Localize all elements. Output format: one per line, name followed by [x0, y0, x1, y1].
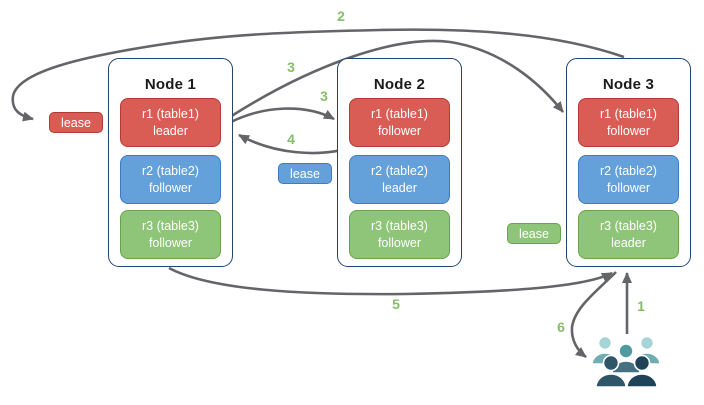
replica-range-label: r1 (table1)	[371, 107, 428, 121]
node-3-title: Node 3	[602, 76, 655, 93]
node-2-replica-r1-follower: r1 (table1) follower	[349, 98, 450, 147]
replica-range-label: r3 (table3)	[142, 219, 199, 233]
lease-badge-table1: lease	[49, 112, 103, 133]
replica-role-label: follower	[148, 235, 193, 250]
node-2-replica-r2-leader: r2 (table2) leader	[349, 155, 450, 204]
arrow-step-2-gateway-to-leaseholder	[11, 28, 625, 122]
step-label-4: 4	[287, 131, 295, 147]
node-3-replica-r1-follower: r1 (table1) follower	[578, 98, 679, 147]
replica-role-label: follower	[606, 123, 651, 138]
replica-range-label: r2 (table2)	[142, 164, 199, 178]
replica-range-label: r2 (table2)	[600, 164, 657, 178]
node-1-title: Node 1	[144, 76, 197, 93]
replica-role-label: leader	[153, 123, 188, 138]
replica-range-label: r3 (table3)	[600, 219, 657, 233]
replica-range-label: r2 (table2)	[371, 164, 428, 178]
replica-role-label: follower	[377, 235, 422, 250]
node-3-box: Node 3 r1 (table1) follower r2 (table2) …	[566, 58, 691, 267]
node-1-replica-r3-follower: r3 (table3) follower	[120, 210, 221, 259]
step-label-1: 1	[637, 298, 645, 314]
node-1-box: Node 1 r1 (table1) leader r2 (table2) fo…	[108, 58, 233, 267]
lease-badge-table3: lease	[507, 223, 561, 244]
step-label-3-to-node2: 3	[320, 88, 328, 104]
step-label-5: 5	[392, 296, 400, 312]
node-3-replica-r2-follower: r2 (table2) follower	[578, 155, 679, 204]
replica-role-label: follower	[148, 180, 193, 195]
node-2-replica-r3-follower: r3 (table3) follower	[349, 210, 450, 259]
replica-range-label: r1 (table1)	[142, 107, 199, 121]
replica-role-label: leader	[382, 180, 417, 195]
node-1-replica-r2-follower: r2 (table2) follower	[120, 155, 221, 204]
step-label-2: 2	[337, 8, 345, 24]
arrow-step-3-leader-to-node2-follower	[228, 107, 335, 125]
node-2-box: Node 2 r1 (table1) follower r2 (table2) …	[337, 58, 462, 267]
replica-role-label: leader	[611, 235, 646, 250]
replica-range-label: r3 (table3)	[371, 219, 428, 233]
replica-role-label: follower	[606, 180, 651, 195]
lease-badge-table2: lease	[278, 163, 332, 184]
step-label-6: 6	[557, 319, 565, 335]
node-3-replica-r3-leader: r3 (table3) leader	[578, 210, 679, 259]
replica-role-label: follower	[377, 123, 422, 138]
step-label-3-to-node3: 3	[287, 59, 295, 75]
node-2-title: Node 2	[373, 76, 426, 93]
node-1-replica-r1-leader: r1 (table1) leader	[120, 98, 221, 147]
replica-range-label: r1 (table1)	[600, 107, 657, 121]
users-icon	[591, 335, 661, 388]
arrow-step-5-leader-to-gateway	[168, 266, 613, 296]
